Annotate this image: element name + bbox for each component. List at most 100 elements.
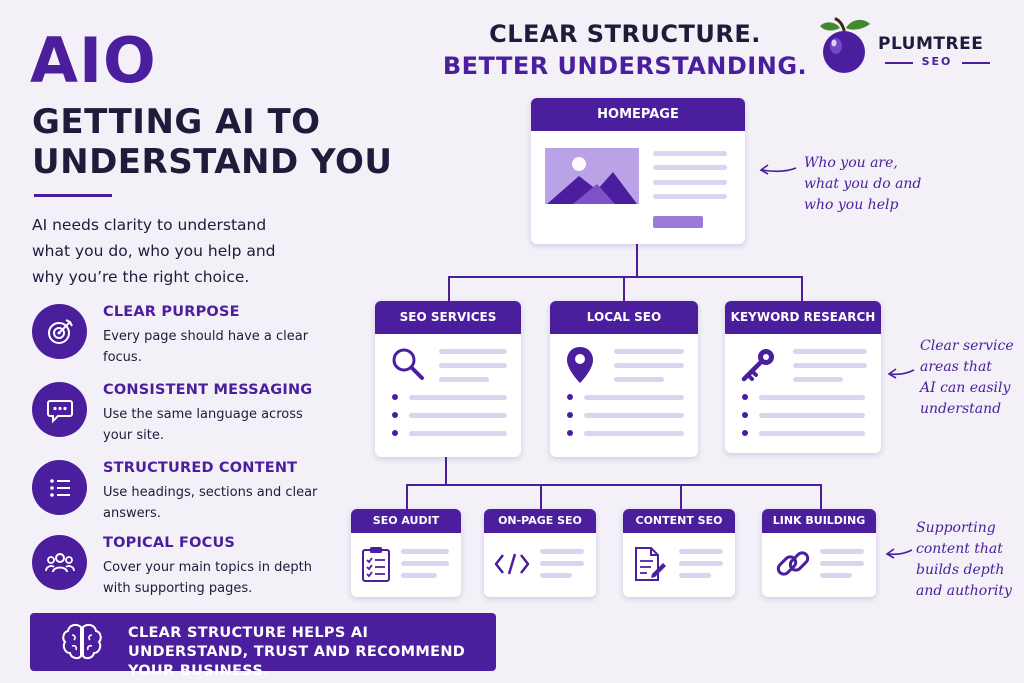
text-line-placeholder <box>584 431 684 436</box>
text-line-placeholder <box>820 549 864 554</box>
feature-title: CONSISTENT MESSAGING <box>103 382 313 398</box>
annotation-line: Who you are, <box>804 155 898 171</box>
card-title: KEYWORD RESEARCH <box>725 301 881 334</box>
bullet-dot <box>392 430 398 436</box>
text-line-placeholder <box>614 377 664 382</box>
text-line-placeholder <box>820 573 852 578</box>
content-seo-card: CONTENT SEO <box>623 509 735 597</box>
text-line-placeholder <box>401 561 449 566</box>
bullet-dot <box>742 394 748 400</box>
text-line-placeholder <box>540 549 584 554</box>
connector-line <box>820 484 822 509</box>
feature-desc: Every page should have a clear focus. <box>103 329 309 365</box>
brand-divider <box>962 62 990 64</box>
list-icon <box>32 460 87 515</box>
annotation-line: understand <box>920 401 1002 417</box>
annotation-services: Clear service areas that AI can easily u… <box>920 336 1020 420</box>
chat-bubble-icon <box>32 382 87 437</box>
card-title: LOCAL SEO <box>550 301 698 334</box>
connector-line <box>406 484 408 509</box>
text-line-placeholder <box>759 395 865 400</box>
link-building-card: LINK BUILDING <box>762 509 876 597</box>
card-title: CONTENT SEO <box>623 509 735 533</box>
local-seo-card: LOCAL SEO <box>550 301 698 457</box>
plum-icon <box>816 16 874 80</box>
text-line-placeholder <box>653 151 727 156</box>
connector-line <box>445 456 447 484</box>
homepage-card-title: HOMEPAGE <box>531 98 745 131</box>
text-line-placeholder <box>409 395 507 400</box>
connector-line <box>623 276 625 302</box>
feature-title: TOPICAL FOCUS <box>103 535 236 551</box>
header-line-2: BETTER UNDERSTANDING. <box>442 52 808 80</box>
keyword-research-card: KEYWORD RESEARCH <box>725 301 881 453</box>
code-icon <box>494 551 530 581</box>
annotation-homepage: Who you are, what you do and who you hel… <box>804 153 944 216</box>
text-line-placeholder <box>540 573 572 578</box>
text-line-placeholder <box>653 180 727 185</box>
text-line-placeholder <box>679 573 711 578</box>
feature-title: STRUCTURED CONTENT <box>103 460 298 476</box>
magnifier-icon <box>390 346 426 386</box>
text-line-placeholder <box>584 395 684 400</box>
annotation-line: areas that <box>920 359 992 375</box>
intro-text: AI needs clarity to understand what you … <box>32 216 276 286</box>
brain-icon <box>60 621 104 667</box>
key-icon <box>739 345 779 389</box>
card-title: ON-PAGE SEO <box>484 509 596 533</box>
text-line-placeholder <box>820 561 864 566</box>
summary-banner: CLEAR STRUCTURE HELPS AI UNDERSTAND, TRU… <box>30 613 496 679</box>
map-pin-icon <box>565 345 595 389</box>
feature-title: CLEAR PURPOSE <box>103 304 240 320</box>
page-subtitle: GETTING AI TO UNDERSTAND YOU <box>32 102 393 182</box>
feature-desc: Use the same language across your site. <box>103 407 303 443</box>
annotation-line: AI can easily <box>920 380 1011 396</box>
annotation-line: and authority <box>916 583 1012 599</box>
bullet-dot <box>567 412 573 418</box>
text-line-placeholder <box>439 377 489 382</box>
seo-audit-card: SEO AUDIT <box>351 509 461 597</box>
banner-text: CLEAR STRUCTURE HELPS AI UNDERSTAND, TRU… <box>128 625 466 679</box>
feature-structured-content: STRUCTURED CONTENT Use headings, section… <box>32 460 332 530</box>
text-line-placeholder <box>793 363 867 368</box>
chain-link-icon <box>774 545 812 587</box>
text-line-placeholder <box>679 561 723 566</box>
text-line-placeholder <box>439 349 507 354</box>
arrow-left-icon <box>886 364 916 384</box>
annotation-line: builds depth <box>916 562 1005 578</box>
bullet-dot <box>742 412 748 418</box>
feature-desc: Use headings, sections and clear answers… <box>103 485 318 521</box>
homepage-card: HOMEPAGE <box>531 98 745 244</box>
connector-line <box>406 484 822 486</box>
image-placeholder-icon <box>545 148 639 208</box>
connector-line <box>448 276 802 278</box>
feature-desc: Cover your main topics in depth with sup… <box>103 560 312 596</box>
text-line-placeholder <box>439 363 507 368</box>
text-line-placeholder <box>614 363 684 368</box>
text-line-placeholder <box>409 431 507 436</box>
text-line-placeholder <box>653 194 727 199</box>
seo-services-card: SEO SERVICES <box>375 301 521 457</box>
connector-line <box>801 276 803 302</box>
text-line-placeholder <box>401 573 437 578</box>
brand-divider <box>885 62 913 64</box>
title-divider <box>34 194 112 197</box>
annotation-line: Supporting <box>916 520 996 536</box>
text-line-placeholder <box>614 349 684 354</box>
document-pen-icon <box>633 545 667 587</box>
text-line-placeholder <box>793 377 843 382</box>
card-title: LINK BUILDING <box>762 509 876 533</box>
connector-line <box>448 276 450 302</box>
on-page-seo-card: ON-PAGE SEO <box>484 509 596 597</box>
connector-line <box>540 484 542 509</box>
annotation-line: Clear service <box>920 338 1014 354</box>
header-line-1: CLEAR STRUCTURE. <box>489 20 761 48</box>
page-title: AIO <box>30 24 157 97</box>
text-line-placeholder <box>584 413 684 418</box>
text-line-placeholder <box>653 165 727 170</box>
text-line-placeholder <box>540 561 584 566</box>
connector-line <box>680 484 682 509</box>
card-title: SEO AUDIT <box>351 509 461 533</box>
bullet-dot <box>392 394 398 400</box>
text-line-placeholder <box>679 549 723 554</box>
